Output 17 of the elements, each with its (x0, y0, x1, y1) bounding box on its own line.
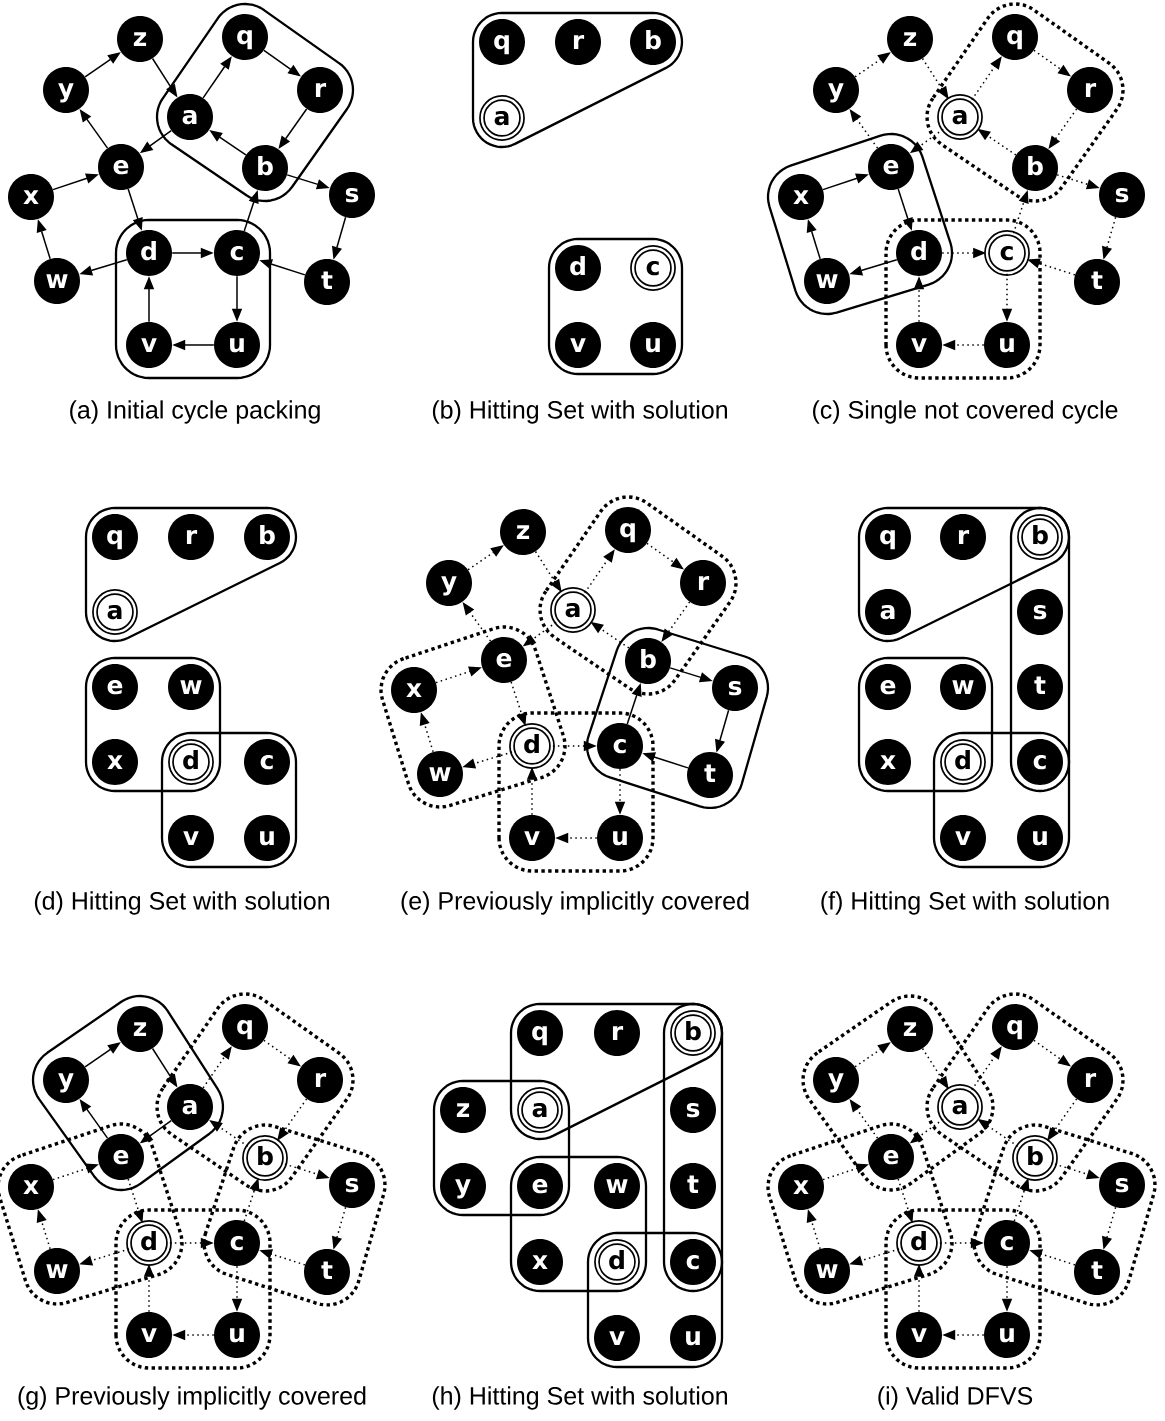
caption: (i) Valid DFVS (878, 1386, 1033, 1410)
caption: (a) Initial cycle packing (70, 400, 320, 424)
caption: (c) Single not covered cycle (813, 400, 1118, 424)
arrow (263, 1039, 301, 1067)
arrow (263, 49, 301, 77)
arrow (278, 108, 308, 149)
arrow (1033, 1039, 1071, 1067)
caption: (h) Hitting Set with solution (432, 1386, 727, 1410)
arrow (1048, 108, 1078, 149)
arrow (646, 542, 684, 570)
caption: (f) Hitting Set with solution (821, 891, 1109, 915)
caption: (e) Previously implicitly covered (401, 891, 749, 915)
caption: (b) Hitting Set with solution (432, 400, 727, 424)
caption: (g) Previously implicitly covered (18, 1386, 366, 1410)
caption: (d) Hitting Set with solution (34, 891, 329, 915)
arrow (661, 601, 691, 642)
arrow (1033, 49, 1071, 77)
